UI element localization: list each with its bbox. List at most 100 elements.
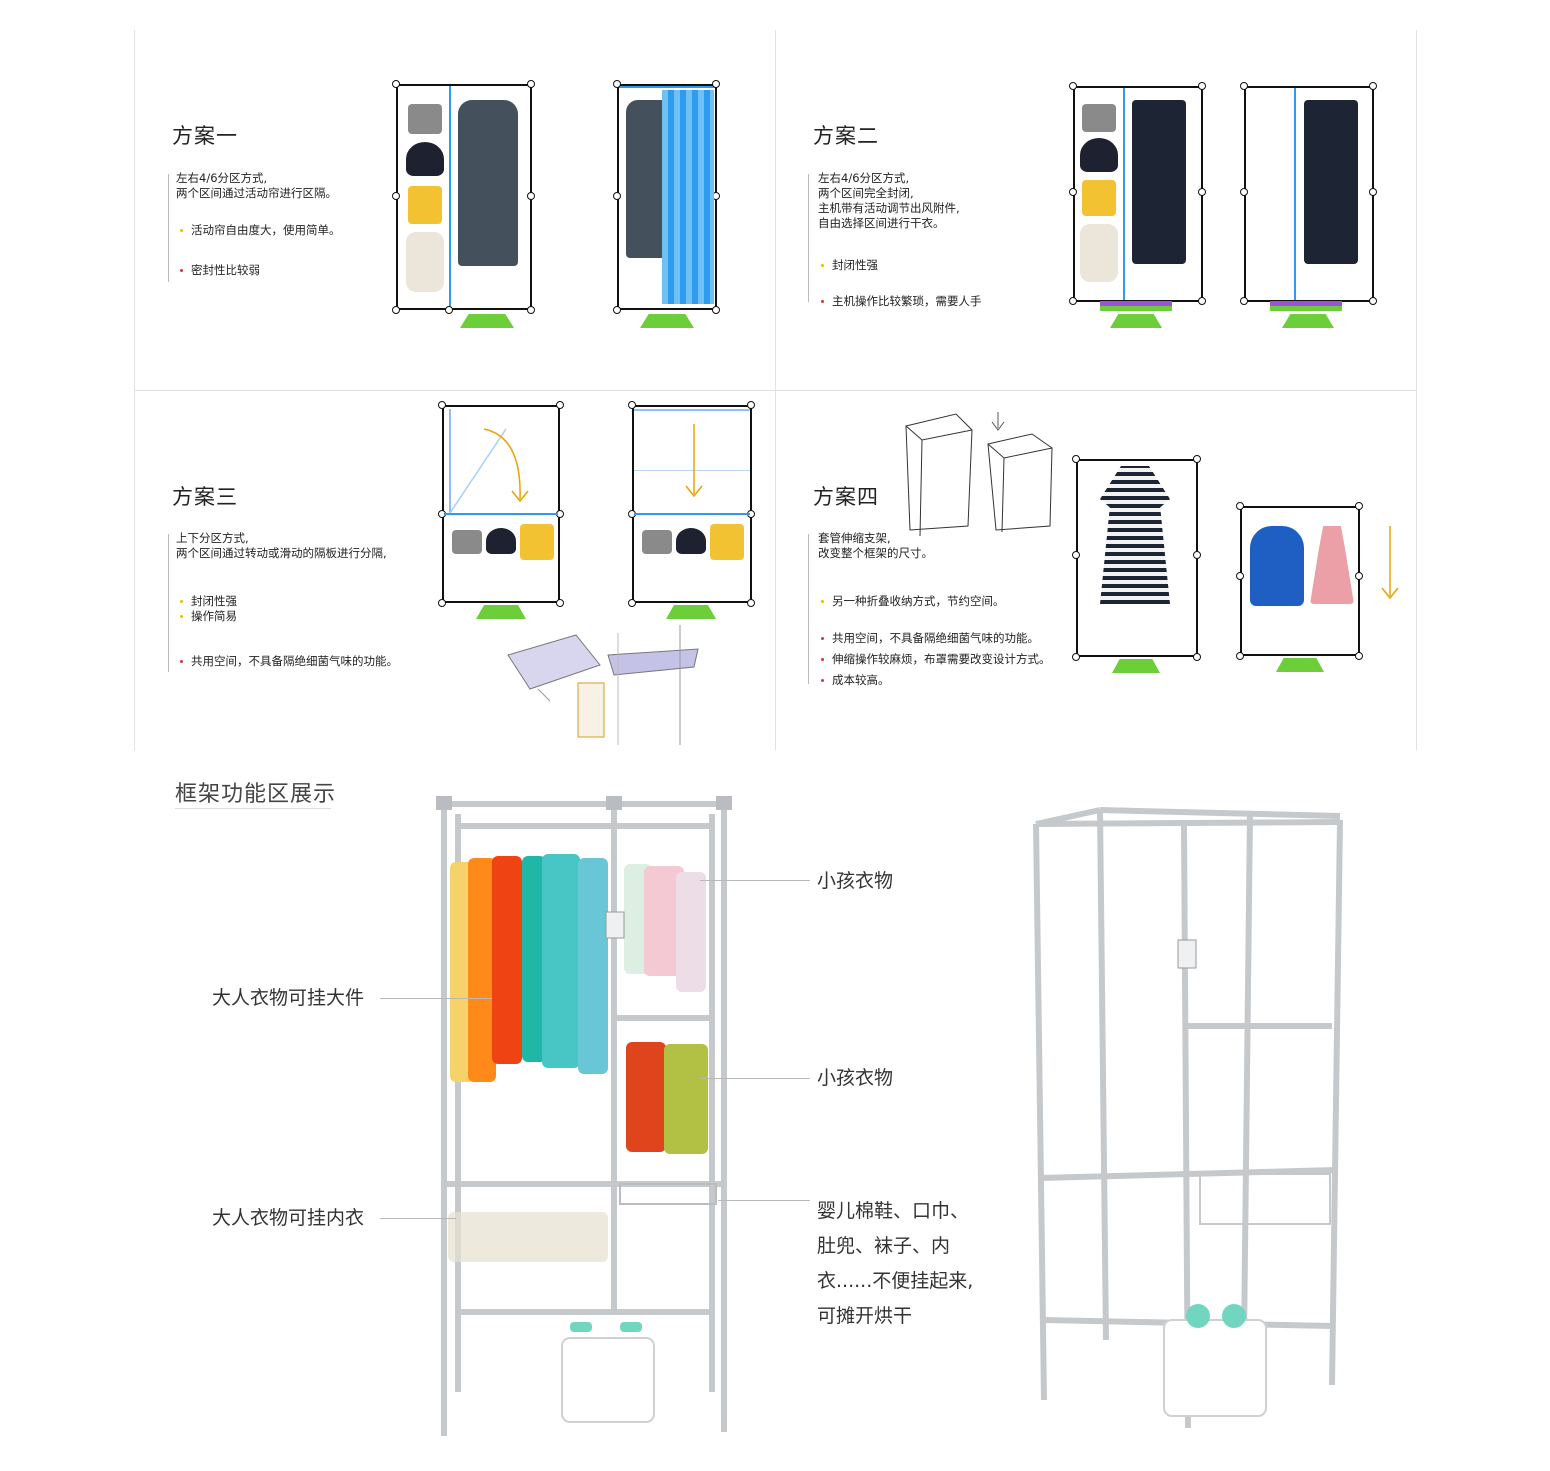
empty-rack-image	[1033, 807, 1343, 1429]
scheme-3-con-text: 共用空间，不具备隔绝细菌气味的功能。	[191, 654, 398, 668]
rack-with-clothes-image	[436, 796, 732, 1436]
scheme-2-pro-text: 封闭性强	[832, 258, 878, 272]
scheme-1-con-text: 密封性比较弱	[191, 263, 260, 277]
scheme-4-pro-text: 另一种折叠收纳方式，节约空间。	[832, 594, 1005, 608]
hammock-sketch-image	[507, 625, 699, 745]
handle	[628, 401, 636, 409]
scheme-1-bar	[168, 174, 169, 282]
handle	[1198, 82, 1206, 90]
handle	[712, 306, 720, 314]
handle	[1369, 188, 1377, 196]
scheme-3-con: 共用空间，不具备隔绝细菌气味的功能。	[180, 654, 398, 669]
base-top	[1100, 306, 1172, 311]
towel-image	[710, 524, 744, 560]
handle	[1198, 188, 1206, 196]
handle	[445, 306, 453, 314]
scheme-2-con-text: 主机操作比较繁琐，需要人手	[832, 294, 982, 308]
scheme-4-con-1: 共用空间，不具备隔绝细菌气味的功能。	[821, 631, 1039, 646]
scheme-4-con-3-text: 成本较高。	[832, 673, 890, 687]
scheme-3-description: 上下分区方式, 两个区间通过转动或滑动的隔板进行分隔,	[176, 531, 387, 560]
scheme-1-base-b	[640, 314, 694, 328]
handle	[527, 306, 535, 314]
scheme-4-con-2: 伸缩操作较麻烦，布罩需要改变设计方式。	[821, 652, 1051, 667]
underwear-image	[1082, 104, 1116, 132]
frame-section-title: 框架功能区展示	[175, 782, 337, 807]
handle	[1236, 502, 1244, 510]
handle	[392, 80, 400, 88]
handle	[1193, 653, 1201, 661]
handle	[1072, 653, 1080, 661]
handle	[1236, 652, 1244, 660]
scheme-4-pro: 另一种折叠收纳方式，节约空间。	[821, 594, 1005, 609]
scheme-3-pro-1: 封闭性强	[180, 594, 237, 609]
scheme-1-con: 密封性比较弱	[180, 263, 260, 278]
scheme-2-title: 方案二	[813, 124, 879, 148]
underwear-image	[642, 530, 672, 554]
handle	[556, 599, 564, 607]
underwear-image	[408, 104, 442, 134]
scheme-1-pro: 活动帘自由度大，使用简单。	[180, 223, 341, 238]
handle	[1193, 455, 1201, 463]
handle	[613, 306, 621, 314]
scheme-4-bar	[808, 534, 809, 684]
partition-top	[634, 409, 750, 411]
scheme-2-pro: 封闭性强	[821, 258, 878, 273]
handle	[747, 401, 755, 409]
handle	[392, 192, 400, 200]
coat-image	[626, 100, 666, 258]
shrink-arrow-icon	[1381, 526, 1399, 600]
label-kids-clothes-mid: 小孩衣物	[817, 1067, 894, 1089]
scheme-4-con-1-text: 共用空间，不具备隔绝细菌气味的功能。	[832, 631, 1039, 645]
handle	[527, 192, 535, 200]
handle	[613, 192, 621, 200]
scheme-1-title: 方案一	[172, 124, 238, 148]
handle	[1072, 551, 1080, 559]
purple-seal	[1100, 301, 1172, 306]
rotate-arrow-icon	[449, 409, 529, 514]
bra-image	[1080, 138, 1118, 172]
scheme-2-divider	[1123, 88, 1125, 300]
scheme-1-divider	[449, 86, 451, 308]
scheme-3-pro-2: 操作简易	[180, 609, 237, 624]
scheme-4-con-2-text: 伸缩操作较麻烦，布罩需要改变设计方式。	[832, 652, 1051, 666]
label-basket-line-2: 肚兜、袜子、内	[817, 1235, 951, 1257]
label-basket-line-1: 婴儿棉鞋、口巾、	[817, 1200, 970, 1222]
kids-jacket-image	[1250, 526, 1304, 606]
handle	[1193, 551, 1201, 559]
leader-adult-underwear	[380, 1218, 456, 1219]
scheme-2-base-b	[1282, 314, 1334, 328]
scheme-1-base-a	[460, 314, 514, 328]
label-basket-line-4: 可摊开烘干	[817, 1305, 913, 1327]
scheme-3-base-b	[666, 605, 716, 619]
scheme-2-description: 左右4/6分区方式, 两个区间完全封闭, 主机带有活动调节出风附件, 自由选择区…	[818, 171, 960, 230]
handle	[1236, 572, 1244, 580]
leader-kids-top	[700, 880, 810, 881]
scheme-4-description: 套管伸缩支架, 改变整个框架的尺寸。	[818, 531, 933, 560]
handle	[1369, 297, 1377, 305]
scheme-1-pro-text: 活动帘自由度大，使用简单。	[191, 223, 341, 237]
towel-image	[1082, 180, 1116, 216]
partition	[634, 513, 750, 515]
scheme-3-pro-1-text: 封闭性强	[191, 594, 237, 608]
leader-kids-mid	[700, 1078, 810, 1079]
jeans-image	[1304, 100, 1358, 264]
base-top	[1270, 306, 1342, 311]
handle	[628, 599, 636, 607]
towel-image	[408, 186, 442, 224]
handle	[1072, 455, 1080, 463]
handle	[1069, 297, 1077, 305]
scheme-3-base-a	[476, 605, 526, 619]
handle	[556, 401, 564, 409]
handle	[1240, 297, 1248, 305]
handle	[392, 306, 400, 314]
underwear-image	[452, 530, 482, 554]
scheme-2-con: 主机操作比较繁琐，需要人手	[821, 294, 982, 309]
bra-image	[486, 528, 516, 554]
handle	[1069, 188, 1077, 196]
handle	[1355, 652, 1363, 660]
scheme-2-divider-b	[1294, 88, 1296, 300]
towel-image	[520, 524, 554, 560]
partition	[444, 513, 558, 515]
curtain-image	[662, 90, 714, 304]
scheme-4-frame-short	[1240, 506, 1360, 656]
